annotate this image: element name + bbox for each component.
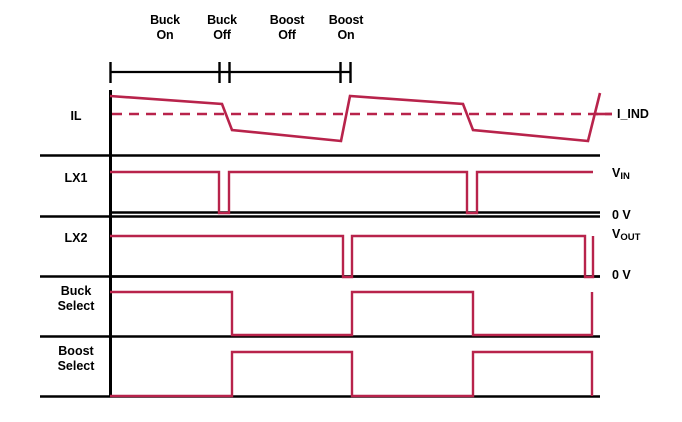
row-label-buck-select-line1: Buck — [60, 284, 92, 298]
row-label-lx2-line1: LX2 — [64, 231, 88, 245]
phase-label-boost-off: Boost Off — [257, 13, 317, 43]
right-label-v-in: VIN — [612, 166, 630, 182]
row-label-lx2: LX2 — [45, 231, 107, 246]
waveform-lx1 — [110, 170, 600, 215]
row-label-il-line1: IL — [70, 109, 82, 123]
right-label-zero-v-2: 0 V — [612, 268, 631, 282]
phase-label-boost-off-line2: Off — [278, 28, 296, 42]
waveform-buck-select — [110, 290, 594, 337]
phase-label-boost-off-line1: Boost — [269, 13, 305, 27]
row-label-boost-select: Boost Select — [45, 344, 107, 374]
lx2-digital-trace — [110, 234, 595, 279]
right-label-i-ind: I_IND — [617, 107, 649, 121]
row-label-boost-select-line2: Select — [57, 359, 95, 373]
waveform-boost-select — [110, 350, 594, 398]
right-label-v-in-sub: IN — [620, 171, 630, 182]
row-label-boost-select-line1: Boost — [58, 344, 94, 358]
phase-label-buck-off-line1: Buck — [207, 13, 237, 27]
phase-label-buck-on-line1: Buck — [150, 13, 180, 27]
il-current-trace — [109, 92, 602, 143]
phase-label-buck-off: Buck Off — [196, 13, 248, 43]
phase-label-buck-on: Buck On — [139, 13, 191, 43]
right-label-v-out-text: V — [612, 227, 621, 241]
right-label-zero-v-2-text: 0 V — [612, 268, 631, 282]
phase-label-boost-on-line2: On — [337, 28, 355, 42]
right-label-zero-v-1-text: 0 V — [612, 208, 631, 222]
right-label-v-in-text: V — [612, 166, 621, 180]
right-label-v-out: VOUT — [612, 227, 640, 243]
phase-label-buck-off-line2: Off — [213, 28, 231, 42]
phase-label-buck-on-line2: On — [156, 28, 174, 42]
row-label-lx1: LX1 — [45, 171, 107, 186]
buck-select-digital-trace — [110, 290, 594, 337]
waveform-il — [109, 92, 612, 143]
phase-axis — [109, 62, 352, 83]
row-label-buck-select-line2: Select — [57, 299, 95, 313]
lx1-digital-trace — [110, 170, 593, 215]
row-label-il: IL — [45, 109, 107, 124]
right-label-i-ind-text: I_IND — [617, 107, 649, 121]
right-label-zero-v-1: 0 V — [612, 208, 631, 222]
phase-label-boost-on-line1: Boost — [328, 13, 364, 27]
phase-label-boost-on: Boost On — [316, 13, 376, 43]
waveform-lx2 — [110, 234, 600, 279]
row-label-buck-select: Buck Select — [45, 284, 107, 314]
boost-select-digital-trace — [110, 350, 594, 398]
right-label-v-out-sub: OUT — [620, 232, 641, 243]
row-label-lx1-line1: LX1 — [64, 171, 88, 185]
